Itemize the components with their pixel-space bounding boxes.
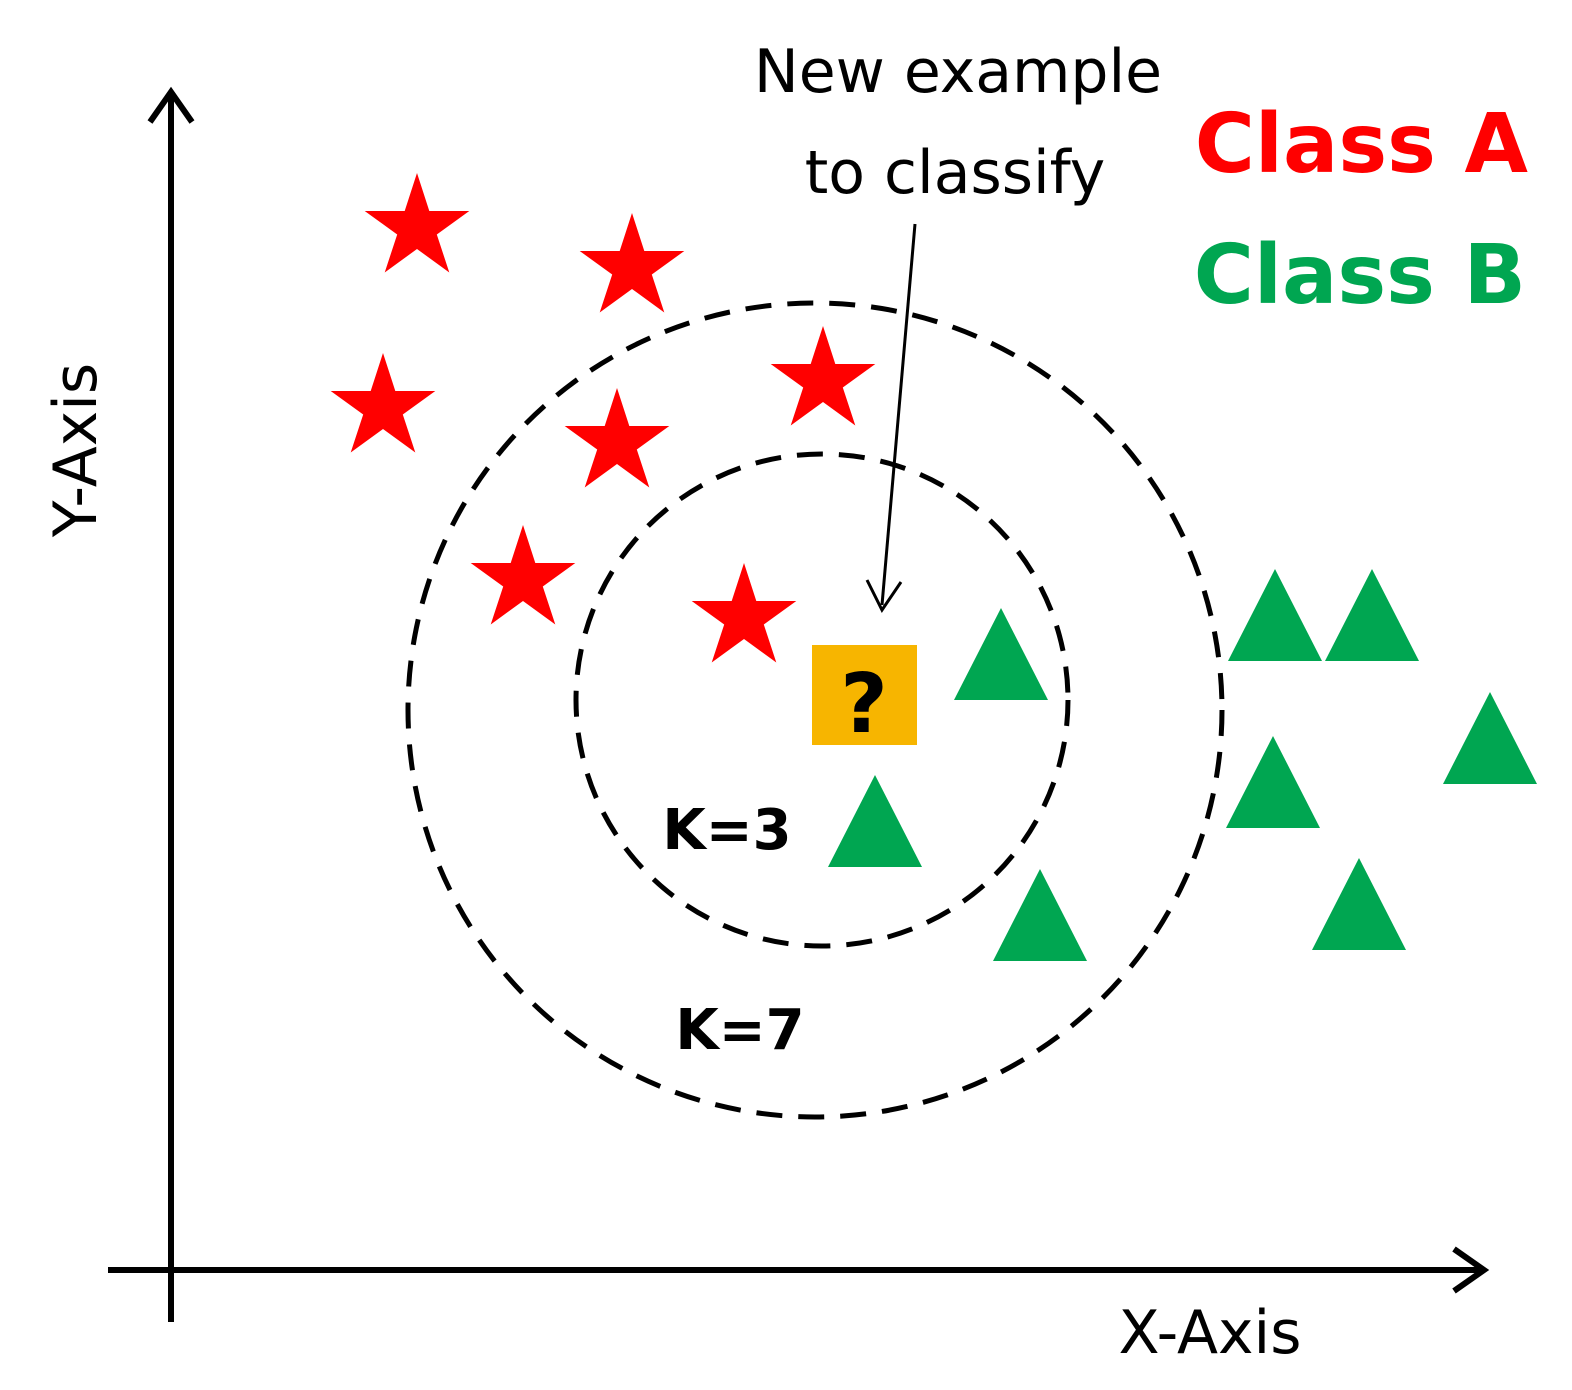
class-a-star bbox=[691, 563, 797, 663]
new-example-label-line1: New example bbox=[754, 37, 1162, 107]
k7-dashed-circle bbox=[405, 300, 1225, 1120]
class-b-triangle bbox=[993, 869, 1087, 961]
y-axis-arrowhead bbox=[147, 86, 195, 124]
new-example-question-mark: ? bbox=[840, 657, 888, 752]
class-a-star bbox=[579, 213, 685, 313]
class-b-triangle bbox=[1325, 569, 1419, 661]
class-b-points bbox=[828, 569, 1537, 961]
class-a-star bbox=[364, 173, 470, 273]
new-example-label-line2: to classify bbox=[805, 138, 1106, 208]
x-axis-arrowhead bbox=[1452, 1246, 1490, 1294]
k7-label: K=7 bbox=[675, 998, 804, 1063]
class-b-triangle bbox=[1443, 692, 1537, 784]
class-b-triangle bbox=[1228, 569, 1322, 661]
class-a-star bbox=[770, 326, 876, 426]
k3-dashed-circle bbox=[573, 451, 1071, 949]
class-a-star bbox=[470, 525, 576, 625]
new-example-point: ? bbox=[812, 645, 917, 752]
new-example-box bbox=[812, 645, 917, 745]
k3-label: K=3 bbox=[662, 798, 791, 863]
class-a-star bbox=[330, 353, 436, 453]
y-axis-label: Y-Axis bbox=[41, 363, 111, 538]
legend-class-a: Class A bbox=[1195, 97, 1529, 192]
class-a-star bbox=[564, 388, 670, 488]
axes bbox=[108, 86, 1490, 1322]
class-b-triangle bbox=[828, 775, 922, 867]
class-b-triangle bbox=[954, 608, 1048, 700]
class-b-triangle bbox=[1312, 858, 1406, 950]
class-b-triangle bbox=[1226, 736, 1320, 828]
x-axis-label: X-Axis bbox=[1119, 1298, 1302, 1368]
legend-class-b: Class B bbox=[1194, 228, 1526, 323]
annotation-arrow bbox=[865, 223, 917, 613]
